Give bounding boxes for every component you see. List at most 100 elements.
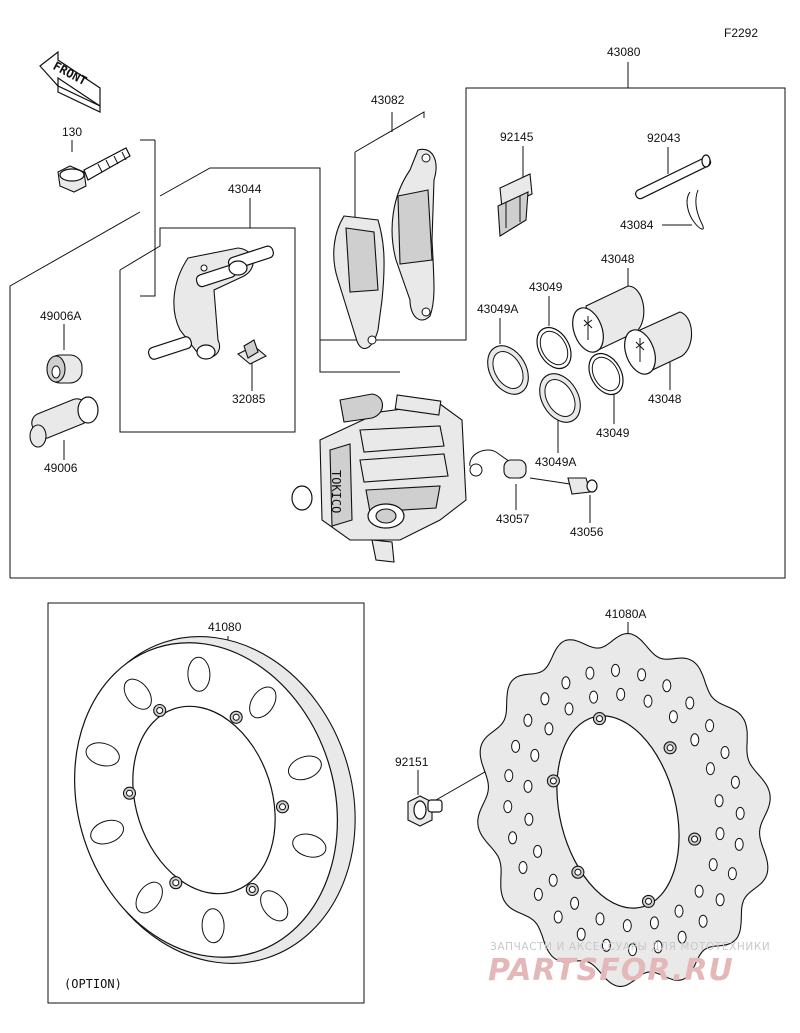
seal-43049-bottom — [588, 352, 624, 396]
brake-pad-left — [333, 215, 385, 349]
disc-drill-hole — [616, 687, 626, 701]
label-43048-top: 43048 — [601, 252, 635, 266]
disc-drill-hole — [564, 702, 574, 716]
figure-code: F2292 — [724, 26, 758, 40]
disc-drill-hole — [533, 887, 543, 901]
label-43049-top: 43049 — [529, 280, 563, 294]
disc-slot — [123, 678, 152, 710]
disc-drill-hole — [576, 927, 586, 941]
r-clip-43084 — [686, 189, 704, 230]
option-frame — [47, 602, 365, 1004]
disc-drill-hole — [705, 762, 715, 776]
disc-drill-hole — [544, 722, 554, 736]
brake-disc-41080A — [477, 633, 771, 987]
disc-drill-hole — [561, 676, 571, 690]
disc-drill-hole — [649, 916, 659, 930]
label-43057: 43057 — [496, 512, 530, 526]
disc-drill-hole — [601, 938, 611, 952]
disc-drill-hole — [720, 746, 730, 759]
disc-drill-hole — [511, 739, 521, 753]
pin-49006 — [29, 396, 99, 448]
disc-41080-holes — [85, 656, 327, 944]
label-43048-right: 43048 — [648, 392, 682, 406]
label-43084: 43084 — [620, 218, 654, 232]
disc-drill-hole — [730, 775, 740, 789]
svg-text:TOKICO: TOKICO — [329, 470, 343, 513]
bracket-box — [119, 167, 321, 433]
disc-drill-hole — [523, 713, 533, 727]
disc-drill-hole — [735, 806, 745, 820]
piston-43048-top — [572, 285, 645, 353]
seal-43049-top — [536, 326, 572, 370]
disc-drill-hole — [698, 914, 708, 928]
brake-pad-right — [391, 148, 437, 321]
label-130: 130 — [62, 125, 82, 139]
disc-drill-hole — [589, 690, 599, 704]
assembly-frame — [9, 62, 786, 579]
disc-drill-hole — [677, 930, 687, 944]
caliper-bracket-43044 — [147, 245, 274, 360]
disc-slot — [135, 881, 163, 914]
disc-drill-hole — [518, 861, 528, 874]
label-92043: 92043 — [647, 131, 681, 145]
label-43044: 43044 — [228, 182, 262, 196]
disc-drill-hole — [553, 910, 563, 924]
disc-bolt-92151 — [407, 795, 443, 827]
disc-drill-hole — [540, 692, 550, 706]
label-43082: 43082 — [371, 93, 405, 107]
disc-slot — [292, 833, 327, 858]
disc-slot — [249, 686, 277, 719]
disc-slot — [260, 890, 289, 922]
disc-drill-hole — [708, 858, 718, 872]
disc-drill-hole — [637, 668, 647, 682]
disc-drill-hole — [714, 794, 724, 808]
disc-drill-hole — [504, 769, 514, 783]
label-43080: 43080 — [607, 45, 641, 59]
disc-slot — [187, 656, 211, 692]
clip-32085 — [237, 339, 267, 365]
disc-drill-hole — [694, 884, 704, 898]
disc-drill-hole — [585, 666, 595, 680]
caliper-body: TOKICO — [291, 393, 467, 563]
disc-drill-hole — [690, 733, 700, 747]
label-43049-bottom: 43049 — [596, 426, 630, 440]
disc-drill-hole — [662, 679, 672, 693]
watermark-line2: PARTSFOR.RU — [488, 953, 734, 988]
label-41080A: 41080A — [605, 607, 646, 621]
disc-drill-hole — [705, 719, 715, 733]
disc-drill-hole — [685, 696, 695, 710]
label-92145: 92145 — [500, 130, 534, 144]
piston-43048-right — [624, 311, 693, 375]
bleeder-valve-43056 — [529, 477, 598, 495]
disc-drill-hole — [653, 940, 663, 954]
pad-spring-92145 — [497, 173, 533, 237]
seal-43049A-bottom — [539, 373, 581, 423]
bleeder-cap-43057 — [469, 449, 527, 479]
watermark-line1: ЗАПЧАСТИ И АКСЕССУАРЫ ДЛЯ МОТОТЕХНИКИ — [490, 941, 770, 953]
disc-drill-hole — [530, 748, 540, 762]
disc-drill-hole — [734, 837, 744, 851]
label-49006A: 49006A — [40, 309, 81, 323]
disc-drill-hole — [508, 831, 518, 845]
front-arrow-icon: FRONT — [39, 50, 101, 113]
pads-frame — [354, 111, 425, 153]
disc-drill-hole — [622, 919, 632, 933]
label-43049A-left: 43049A — [477, 302, 518, 316]
disc-drill-hole — [548, 873, 558, 887]
disc-drill-hole — [533, 844, 543, 858]
disc-slot — [90, 819, 125, 845]
disc-drill-hole — [524, 812, 534, 826]
disc-drill-hole — [727, 867, 737, 881]
label-49006: 49006 — [44, 461, 78, 475]
disc-slot — [201, 908, 225, 944]
disc-drill-hole — [628, 943, 637, 957]
label-32085: 32085 — [232, 392, 266, 406]
disc-drill-hole — [668, 710, 678, 724]
disc-drill-hole — [715, 893, 725, 907]
option-label: (OPTION) — [64, 977, 122, 991]
disc-41080A-holes — [503, 663, 745, 957]
disc-drill-hole — [595, 912, 605, 926]
seal-43049A-left — [487, 345, 529, 395]
boot-49006A — [46, 354, 83, 384]
